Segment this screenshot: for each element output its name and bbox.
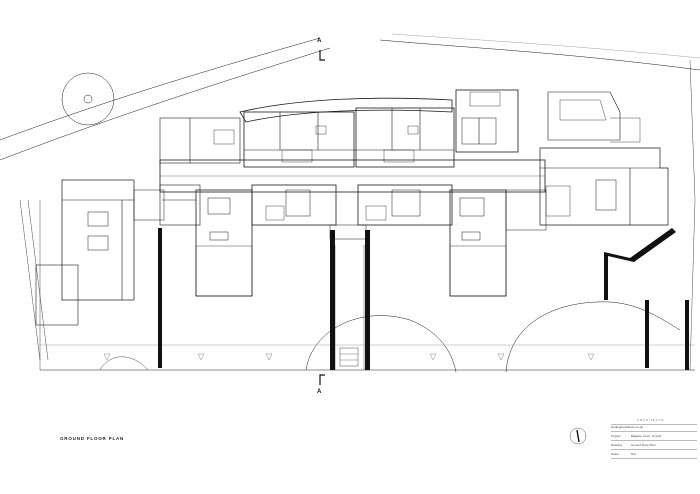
east-wing-outline (547, 91, 621, 141)
section-label-bottom: A (317, 389, 322, 395)
far-west-building (61, 179, 135, 301)
west-wing (195, 189, 253, 297)
central-wing-west (251, 184, 337, 226)
road-edge-right (379, 39, 700, 71)
lawn-circle-right (505, 301, 681, 373)
tb-value-project: Balgarie Court, Lincoln (631, 434, 662, 438)
lawn-circle-far-left (99, 356, 149, 371)
road-edge-right-2 (391, 33, 700, 59)
plan-title: GROUND FLOOR PLAN (60, 436, 125, 441)
section-label-top: A (317, 38, 322, 44)
road-edge-outer (0, 47, 331, 161)
avenue-steps (339, 347, 359, 367)
lawn-circle-left (305, 315, 457, 373)
hedge-east-curve (604, 228, 676, 300)
company-name: ARCHITECTS (637, 418, 665, 422)
north-range-block-a (243, 111, 355, 168)
hedge-far-right (685, 300, 689, 370)
west-annex (159, 117, 241, 164)
hedge-east-vertical (645, 300, 649, 368)
north-range-block-b (355, 107, 455, 168)
ne-block (455, 89, 519, 153)
section-cut-marker-icon (319, 50, 325, 385)
tb-key-drawing: Drawing (611, 443, 623, 447)
title-block: ARCHITECTS studio@architects.co.uk Proje… (611, 418, 697, 464)
west-link (159, 184, 201, 226)
road-edge-inner (0, 37, 321, 141)
north-range-roof (239, 97, 453, 123)
tb-value-scale: N/A (631, 452, 637, 456)
central-wing-east (357, 184, 453, 226)
north-arrow-icon (569, 427, 587, 445)
tb-key-scale: Scale (611, 452, 619, 456)
tb-value-drawing: Ground Floor Plan (631, 443, 656, 447)
company-email: studio@architects.co.uk (611, 425, 643, 429)
hedge-avenue-left (330, 230, 335, 370)
west-terrace (35, 264, 79, 326)
hedge-left (158, 228, 162, 368)
east-wing (449, 189, 507, 297)
east-hall (539, 147, 669, 226)
tb-key-project: Project (611, 434, 621, 438)
roundabout-inner (83, 94, 93, 104)
hedge-avenue-right (365, 230, 370, 370)
roundabout-outer (61, 72, 115, 126)
